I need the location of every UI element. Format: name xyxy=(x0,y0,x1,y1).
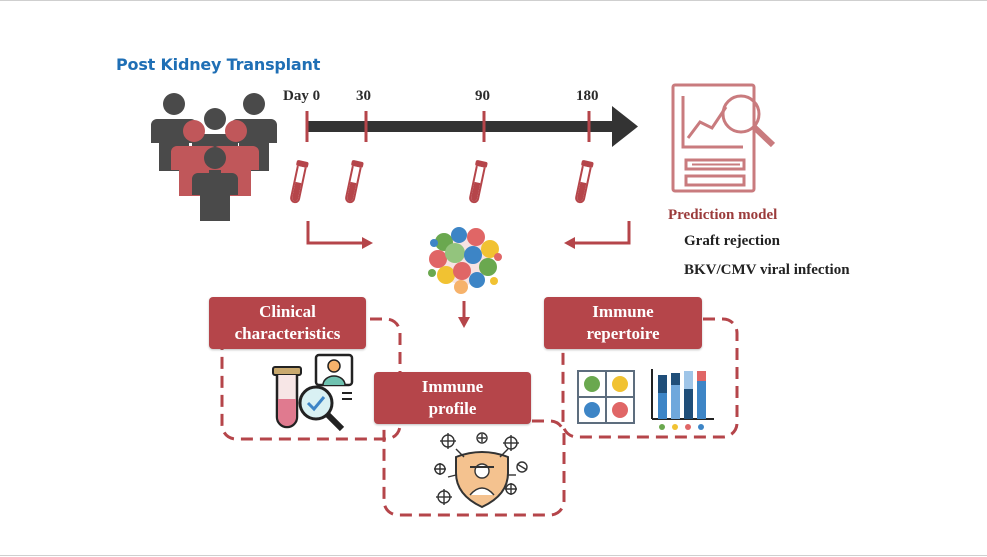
repertoire-label-line1: Immune xyxy=(592,302,654,321)
diagram-title: Post Kidney Transplant xyxy=(116,55,321,74)
immune-repertoire-label: Immune repertoire xyxy=(544,297,702,349)
profile-label-line1: Immune xyxy=(421,377,484,396)
tick-label-90: 90 xyxy=(475,88,490,104)
blood-tube-icon xyxy=(290,160,594,204)
timeline-arrow xyxy=(305,106,638,147)
people-group-icon xyxy=(151,93,277,221)
repertoire-dashed-border xyxy=(561,317,739,439)
lab-test-icon xyxy=(272,353,354,432)
clinical-characteristics-label: Clinical characteristics xyxy=(209,297,366,349)
right-arrow-head xyxy=(564,237,575,249)
profile-dashed-border xyxy=(382,419,566,517)
clinical-label-line1: Clinical xyxy=(259,302,316,321)
cell-grid-icon xyxy=(577,370,635,424)
down-arrow xyxy=(458,301,470,328)
tick-label-30: 30 xyxy=(356,88,371,104)
prediction-item-viral-infection: BKV/CMV viral infection xyxy=(684,262,850,278)
clinical-dashed-border xyxy=(220,317,402,441)
tick-label-180: 180 xyxy=(576,88,599,104)
cell-cluster-icon xyxy=(428,227,502,294)
report-magnifier-icon xyxy=(671,83,776,193)
tick-label-day0: Day 0 xyxy=(283,88,321,104)
left-arrow-head xyxy=(362,237,373,249)
repertoire-label-line2: repertoire xyxy=(586,324,660,343)
virus-shield-icon xyxy=(434,432,528,509)
immune-profile-label: Immune profile xyxy=(374,372,531,424)
clinical-label-line2: characteristics xyxy=(234,324,341,343)
prediction-model-title: Prediction model xyxy=(668,207,778,223)
profile-label-line2: profile xyxy=(428,399,477,418)
right-bracket-arrow xyxy=(573,221,631,245)
bar-chart-icon xyxy=(651,369,714,430)
left-bracket-arrow xyxy=(306,221,364,245)
prediction-item-graft-rejection: Graft rejection xyxy=(684,233,780,249)
